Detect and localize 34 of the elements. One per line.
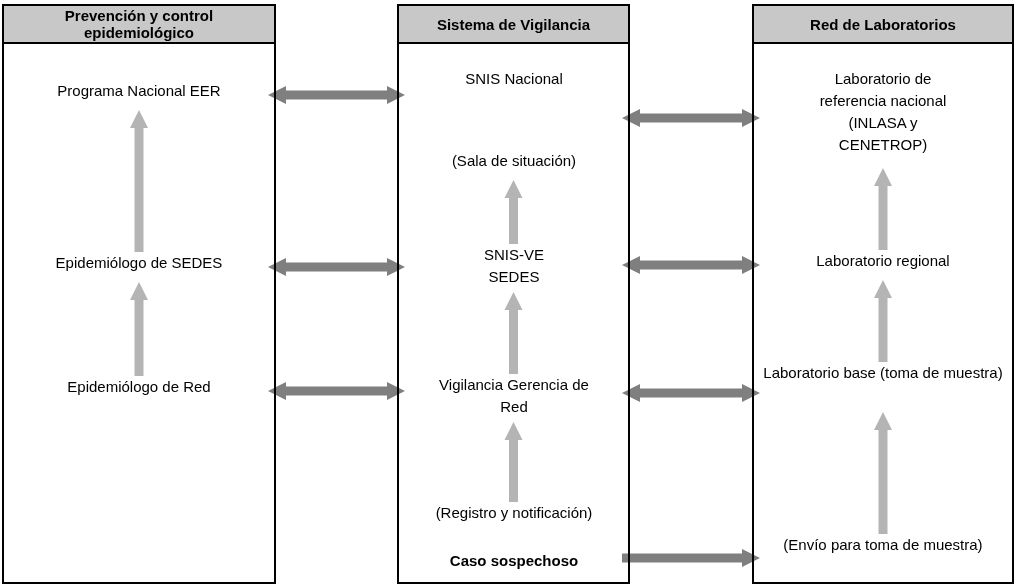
arrow: [622, 109, 760, 127]
node-label: Laboratorio de referencia nacional (INLASA y CENETROP): [818, 69, 948, 155]
arrow: [874, 280, 892, 362]
arrow: [504, 422, 523, 502]
node-label: Vigilancia Gerencia de Red: [438, 375, 590, 417]
node-label: Caso sospechoso: [448, 551, 580, 571]
column-panel: [2, 4, 276, 584]
column-header: Red de Laboratorios: [754, 6, 1012, 44]
node-label: Laboratorio regional: [815, 251, 951, 271]
arrow: [130, 110, 148, 252]
node-label: SNIS Nacional: [464, 69, 564, 89]
arrow: [268, 382, 405, 400]
node-label: (Sala de situación): [450, 151, 578, 171]
node-label: Epidemiólogo de Red: [66, 377, 212, 397]
column-panel: [752, 4, 1014, 584]
arrow: [504, 292, 523, 374]
column-header: Prevención y control epidemiológico: [4, 6, 274, 44]
arrow: [268, 258, 405, 276]
arrow: [130, 282, 148, 376]
arrow: [622, 256, 760, 274]
arrow: [622, 549, 760, 567]
arrow: [874, 412, 892, 534]
node-label: Epidemiólogo de SEDES: [54, 253, 224, 273]
arrow: [874, 168, 892, 250]
arrow: [622, 384, 760, 402]
node-label: Programa Nacional EER: [56, 81, 222, 101]
node-label: (Registro y notificación): [434, 503, 594, 523]
arrow: [504, 180, 523, 244]
node-label: SNIS-VE SEDES: [483, 245, 545, 287]
arrow: [268, 86, 405, 104]
column-panel: [397, 4, 630, 584]
column-header: Sistema de Vigilancia: [399, 6, 628, 44]
node-label: Laboratorio base (toma de muestra): [763, 363, 1003, 383]
node-label: (Envío para toma de muestra): [783, 535, 983, 555]
